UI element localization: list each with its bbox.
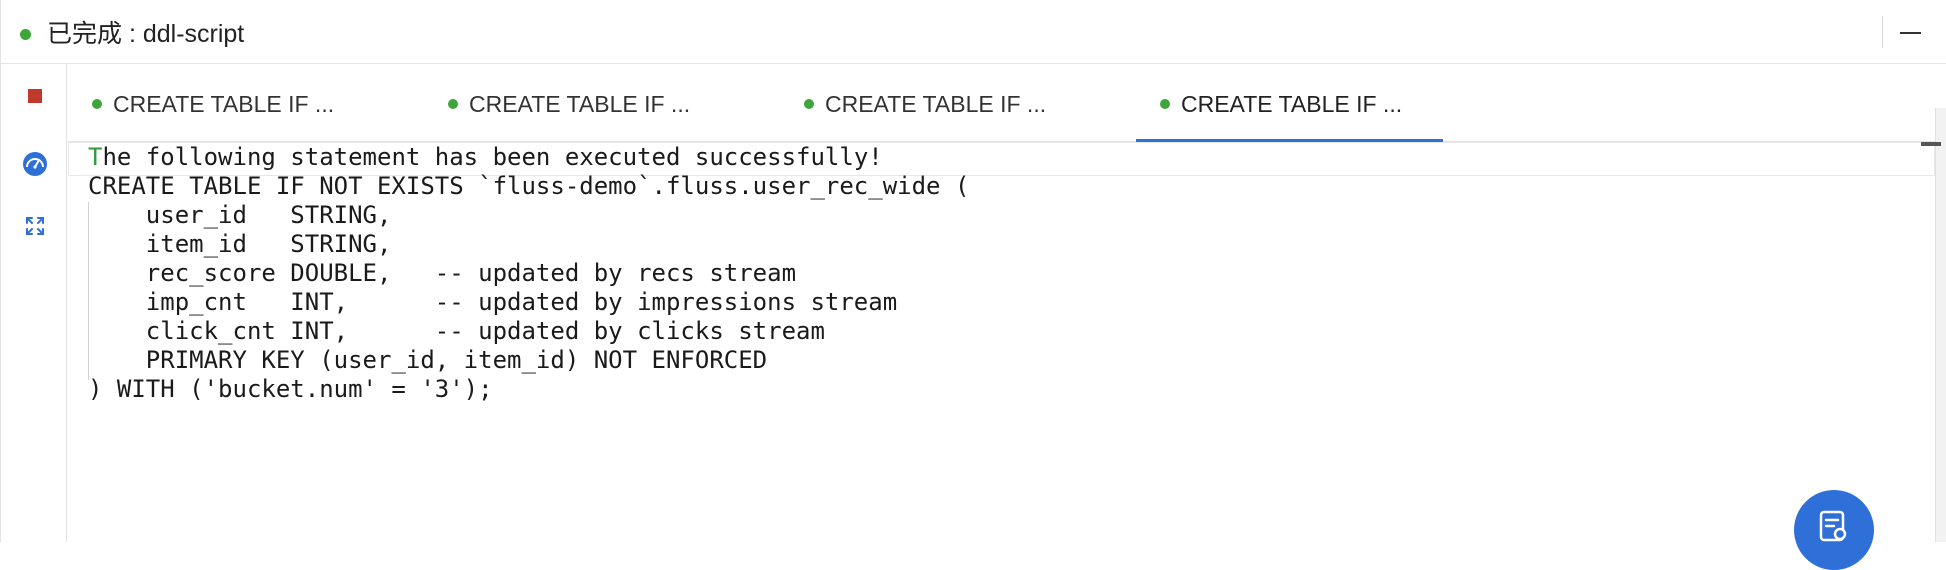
code-line: rec_score DOUBLE, -- updated by recs str… <box>88 259 797 287</box>
tab-status-dot <box>92 99 102 109</box>
code-line: CREATE TABLE IF NOT EXISTS `fluss-demo`.… <box>88 172 970 200</box>
vertical-scrollbar[interactable] <box>1935 108 1946 542</box>
performance-button[interactable] <box>17 146 53 182</box>
tab-statement-2[interactable]: CREATE TABLE IF ... <box>424 64 731 142</box>
statement-tabs: CREATE TABLE IF ... CREATE TABLE IF ... … <box>68 64 1946 143</box>
tab-label: CREATE TABLE IF ... <box>113 91 335 117</box>
success-text: he following statement has been executed… <box>102 143 883 171</box>
status-dot <box>20 29 31 40</box>
indent-guide <box>88 202 89 380</box>
tab-label: CREATE TABLE IF ... <box>825 91 1047 117</box>
title-separator <box>1882 16 1883 48</box>
tab-status-dot <box>804 99 814 109</box>
tab-statement-1[interactable]: CREATE TABLE IF ... <box>68 64 375 142</box>
tab-label: CREATE TABLE IF ... <box>469 91 691 117</box>
code-line: ) WITH ('bucket.num' = '3'); <box>88 375 493 403</box>
expand-button[interactable] <box>17 208 53 244</box>
scrollbar-thumb[interactable] <box>1921 142 1941 146</box>
cursor-char: T <box>88 143 103 171</box>
stop-button[interactable] <box>17 78 53 114</box>
code-line: click_cnt INT, -- updated by clicks stre… <box>88 317 825 345</box>
expand-icon <box>26 217 44 235</box>
active-tab-indicator <box>1136 139 1443 143</box>
minimize-icon <box>1900 32 1921 34</box>
output-area[interactable]: The following statement has been execute… <box>68 142 1935 542</box>
tab-statement-3[interactable]: CREATE TABLE IF ... <box>780 64 1087 142</box>
sidebar <box>1 64 67 542</box>
success-message: The following statement has been execute… <box>88 142 883 175</box>
code-line: user_id STRING, <box>88 201 392 229</box>
stop-icon <box>28 89 42 103</box>
code-line: imp_cnt INT, -- updated by impressions s… <box>88 288 898 316</box>
tab-status-dot <box>1160 99 1170 109</box>
success-message-row <box>68 142 1935 176</box>
tab-label: CREATE TABLE IF ... <box>1181 91 1403 117</box>
window-title: 已完成 : ddl-script <box>47 20 245 48</box>
tab-status-dot <box>448 99 458 109</box>
code-line: PRIMARY KEY (user_id, item_id) NOT ENFOR… <box>88 346 768 374</box>
floating-action-button[interactable] <box>1794 490 1874 570</box>
speedometer-icon <box>23 152 47 176</box>
minimize-button[interactable] <box>1891 10 1931 54</box>
code-line: item_id STRING, <box>88 230 392 258</box>
tab-statement-4[interactable]: CREATE TABLE IF ... <box>1136 64 1443 143</box>
title-bar: 已完成 : ddl-script <box>1 0 1946 64</box>
document-icon <box>1819 510 1847 542</box>
